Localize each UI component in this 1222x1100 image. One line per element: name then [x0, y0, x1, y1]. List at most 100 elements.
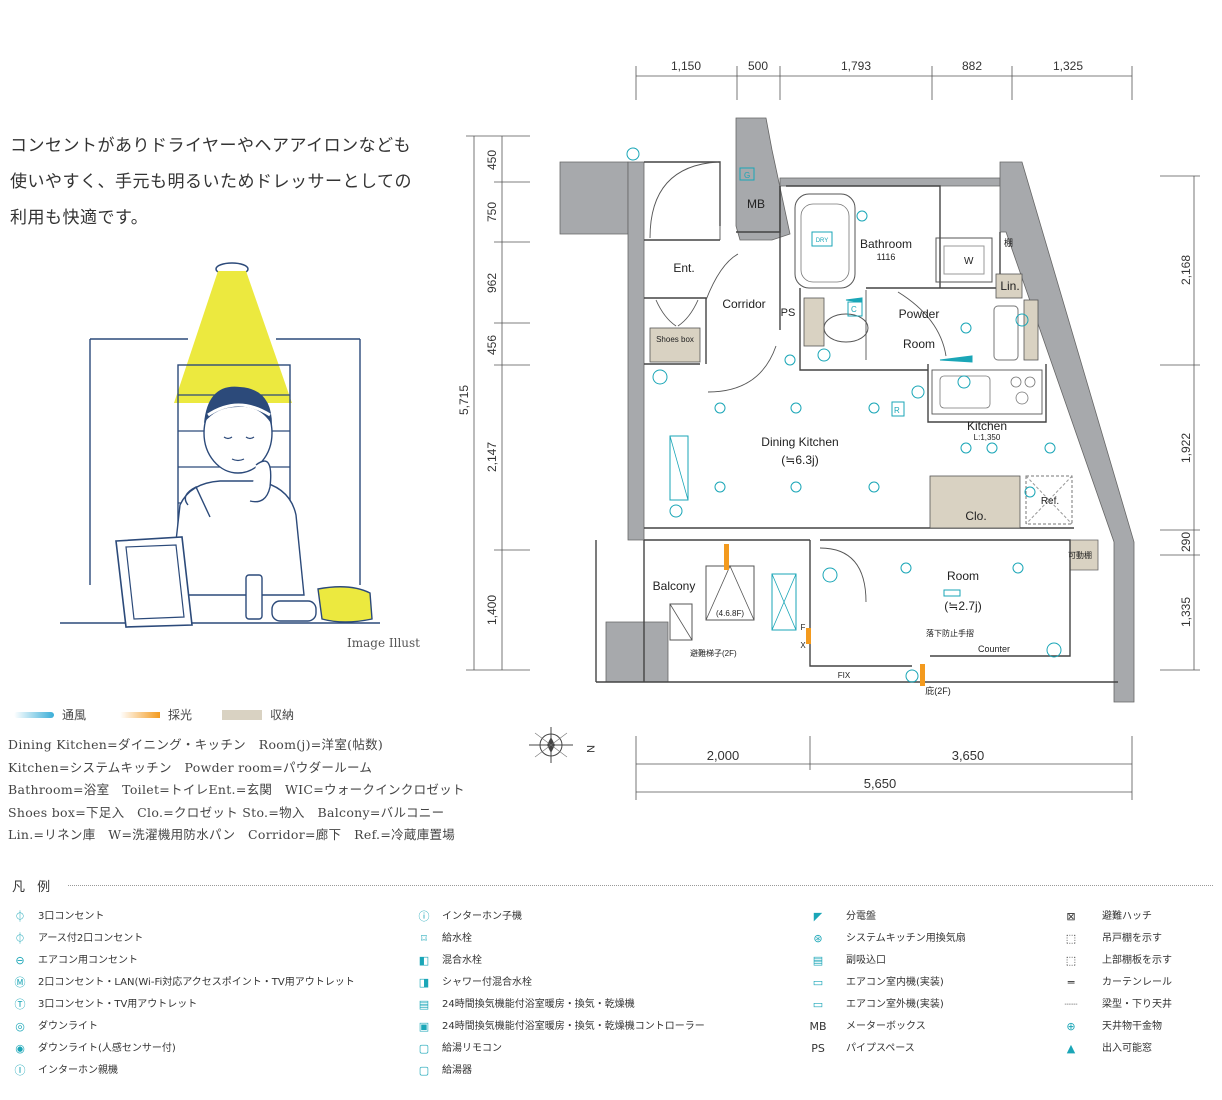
beam-icon: ┄┄ — [1064, 998, 1078, 1011]
label-balcony: Balcony — [653, 579, 696, 593]
label-lin: Lin. — [1000, 279, 1019, 293]
ventilation-swatch — [14, 711, 54, 718]
compass-icon: N — [529, 727, 596, 763]
abbr-line: Dining Kitchen=ダイニング・キッチン Room(j)=洋室(帖数) — [8, 737, 384, 752]
dim-left-3: 962 — [485, 273, 499, 293]
key-column-3: ◤分電盤 ⊛システムキッチン用換気扇 ▤副吸込口 ▭エアコン室内機(実装) ▭エ… — [796, 906, 966, 1060]
room-labels: MB Ent. Corridor PS Shoes box Bathroom 1… — [653, 197, 1092, 696]
aircon-outdoor — [771, 573, 797, 631]
key-item: ◤分電盤 — [796, 906, 966, 928]
aircon-indoor-icon: ▭ — [812, 976, 824, 989]
dim-left-2: 750 — [485, 202, 499, 222]
label-dining-kitchen-size: (≒6.3j) — [781, 453, 818, 467]
downlight-icon: ◎ — [15, 1020, 25, 1033]
key-item: ⬚吊戸棚を示す — [1046, 928, 1172, 950]
dim-top-5: 1,325 — [1053, 59, 1083, 73]
tv-outlet-icon: Ⓣ — [14, 998, 26, 1011]
escape-hatch-icon: ⊠ — [1066, 910, 1076, 923]
ventilation-label: 通風 — [62, 708, 87, 722]
daylight-markers — [724, 544, 925, 686]
dim-bottom-2: 3,650 — [952, 748, 985, 763]
dresser-illustration — [60, 262, 380, 628]
lan-outlet-icon: Ⓜ — [14, 976, 26, 989]
lighting-label: 採光 — [168, 708, 193, 722]
label-w: W — [964, 256, 974, 267]
water-heater-icon: ▢ — [418, 1064, 430, 1077]
key-item: ⊛システムキッチン用換気扇 — [796, 928, 965, 950]
north-label: N — [584, 745, 596, 753]
legend-divider — [68, 885, 1213, 886]
interior-walls — [595, 161, 1118, 683]
storage-swatch — [222, 709, 263, 720]
dim-top-1: 1,150 — [671, 59, 701, 73]
key-item: ◉ダウンライト(人感センサー付) — [8, 1038, 355, 1060]
key-item: ⊠避難ハッチ — [1046, 906, 1172, 928]
abbreviation-list: Dining Kitchen=ダイニング・キッチン Room(j)=洋室(帖数)… — [8, 734, 465, 847]
stove-icon — [1010, 376, 1036, 405]
dim-top-2: 500 — [748, 59, 768, 73]
outlet-3-icon: ⏀ — [14, 910, 26, 923]
bath-dryer-icon: ▤ — [418, 998, 430, 1011]
water-tap-icon: ⌑ — [421, 932, 427, 945]
label-x: X — [800, 641, 806, 650]
label-rail: 落下防止手摺 — [926, 628, 974, 638]
label-kitchen-length: L:1,350 — [974, 433, 1001, 442]
key-item: ═カーテンレール — [1046, 972, 1172, 994]
aircon-indoor — [669, 435, 689, 501]
key-item: ⏀3口コンセント — [8, 906, 355, 928]
walls — [559, 117, 1135, 703]
dryer-icon — [811, 231, 833, 247]
intercom-main-icon: Ⓘ — [14, 1064, 26, 1077]
label-mb: MB — [747, 197, 765, 211]
label-clo: Clo. — [965, 509, 986, 523]
label-f: F — [801, 623, 806, 632]
label-corridor: Corridor — [722, 297, 765, 311]
label-ladder: 避難梯子(2F) — [690, 648, 737, 658]
mb-abbr: MB — [809, 1020, 827, 1033]
fixtures — [626, 147, 1062, 683]
label-g: G — [744, 171, 750, 180]
dim-left-5: 2,147 — [485, 442, 499, 472]
intro-line-2: 使いやすく、手元も明るいためドレッサーとしての — [10, 172, 412, 192]
label-c: C — [851, 305, 857, 314]
left-dimensions: 450 750 962 456 2,147 1,400 5,715 — [457, 135, 530, 671]
legend-row: 通風 採光 収納 — [14, 706, 294, 723]
bath-controller-icon: ▣ — [418, 1020, 430, 1033]
key-item: ⊖エアコン用コンセント — [8, 950, 355, 972]
abbr-line: Kitchen=システムキッチン Powder room=パウダールーム — [8, 759, 373, 775]
kitchen-fan-icon: ⊛ — [813, 932, 823, 945]
right-dimensions: 2,168 1,922 290 1,335 — [1160, 175, 1200, 671]
toilet — [823, 313, 869, 343]
sensor-downlight-icon: ◉ — [15, 1042, 25, 1055]
key-item: ▲出入可能窓 — [1046, 1038, 1172, 1060]
intro-line-3: 利用も快適です。 — [10, 208, 149, 228]
label-shelf: 棚 — [1004, 237, 1013, 248]
key-item: ▤24時間換気機能付浴室暖房・換気・乾燥機 — [412, 994, 705, 1016]
storage-label: 収納 — [270, 708, 295, 722]
panel-board-icon: ◤ — [813, 910, 823, 923]
hanging-shelf-icon: ⬚ — [1065, 932, 1077, 945]
label-dining-kitchen: Dining Kitchen — [761, 435, 838, 449]
key-item: ▣24時間換気機能付浴室暖房・換気・乾燥機コントローラー — [412, 1016, 705, 1038]
key-item: ▭エアコン室外機(実装) — [796, 994, 966, 1016]
dim-right-1: 2,168 — [1179, 255, 1193, 285]
kitchen-counter — [931, 369, 1043, 415]
curtain-rail-icon: ═ — [1067, 976, 1075, 989]
dim-top-4: 882 — [962, 59, 982, 73]
key-item: ▢給湯リモコン — [412, 1038, 705, 1060]
key-column-4: ⊠避難ハッチ ⬚吊戸棚を示す ⬚上部棚板を示す ═カーテンレール ┄┄梁型・下り… — [1046, 906, 1172, 1060]
key-item: ⏀アース付2口コンセント — [8, 928, 355, 950]
dim-left-total: 5,715 — [457, 385, 471, 415]
earth-outlet-icon: ⏀ — [14, 932, 26, 945]
label-room: Room — [947, 569, 979, 583]
water-heater-remote-icon: ▢ — [418, 1042, 430, 1055]
label-powder-room: Room — [903, 337, 935, 351]
illust-caption: Image Illust — [347, 636, 420, 650]
label-ps: PS — [781, 307, 796, 319]
